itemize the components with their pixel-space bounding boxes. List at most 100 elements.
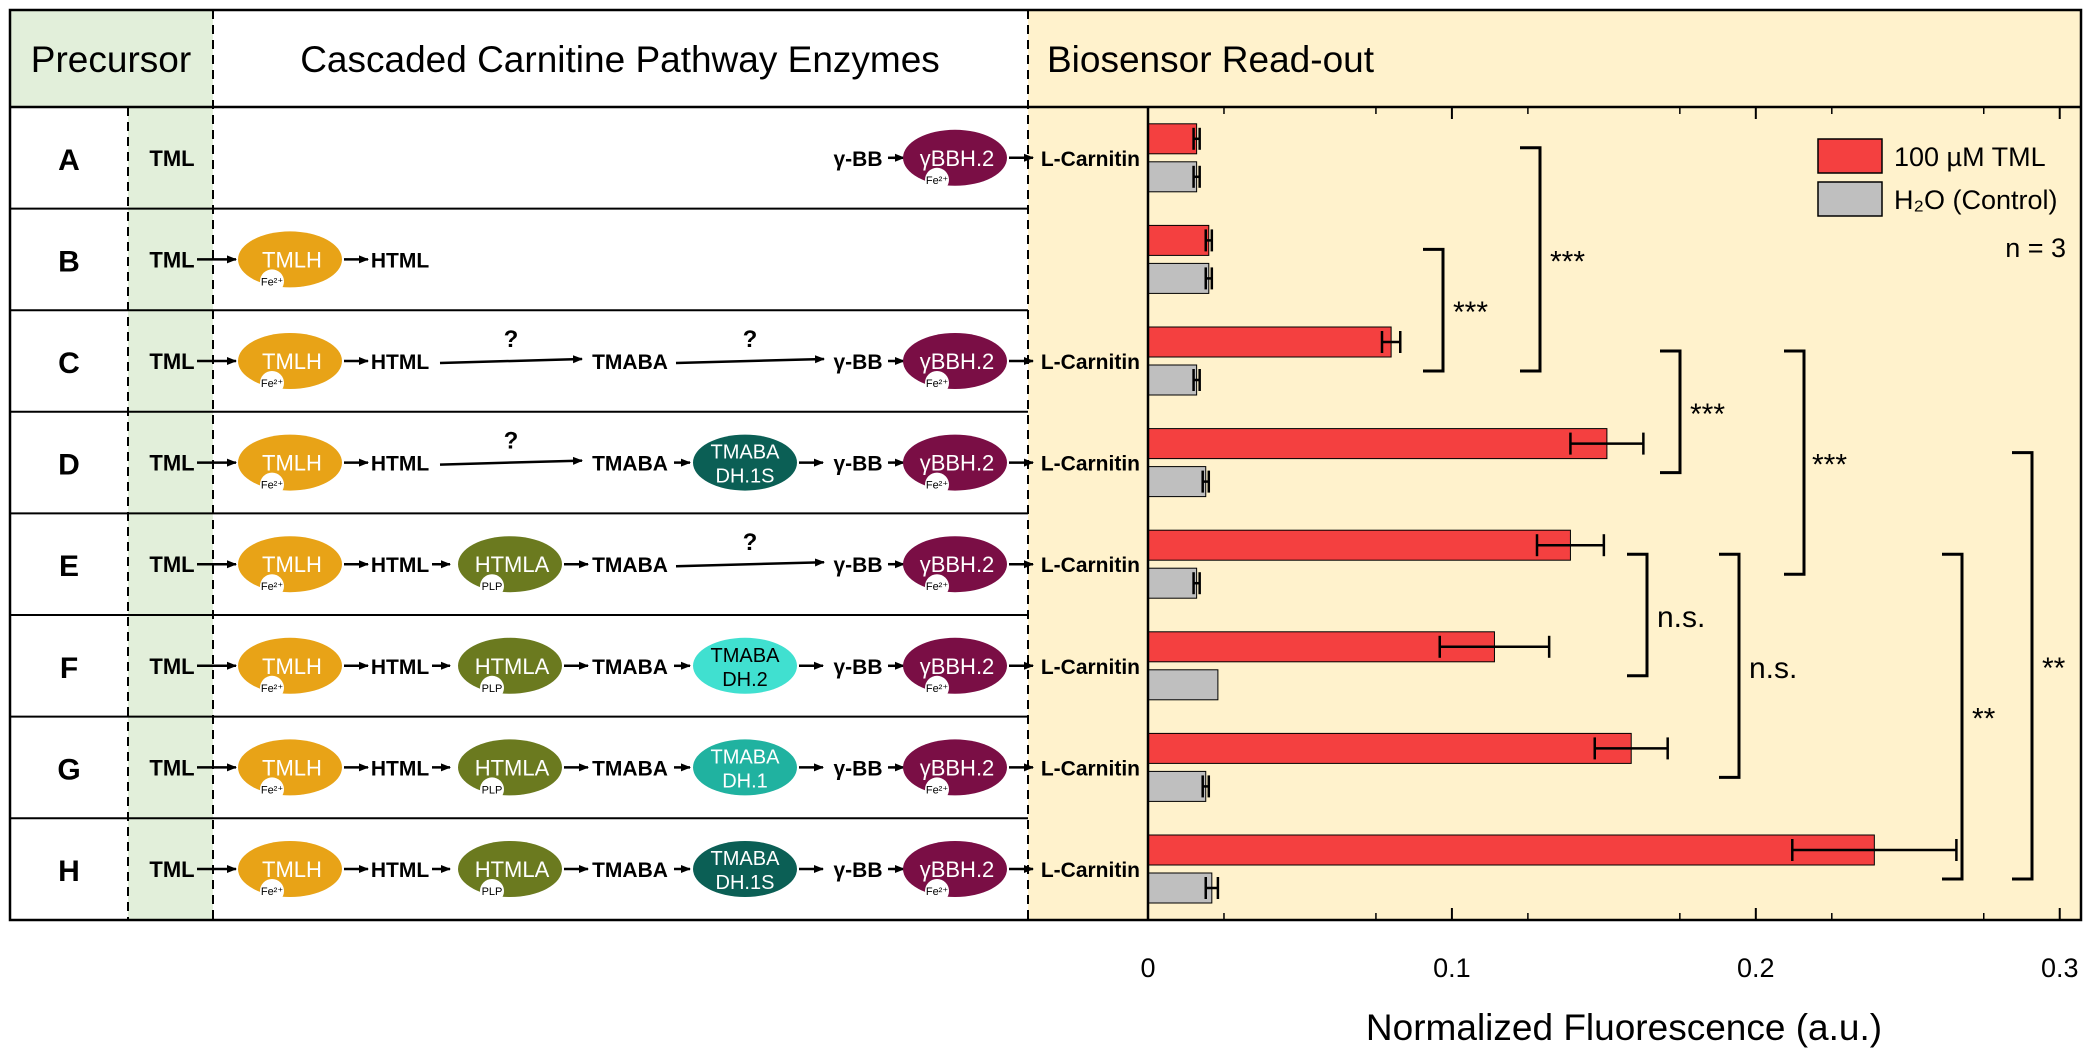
metabolite-label: TMABA <box>592 453 668 476</box>
bar-control <box>1147 770 1207 802</box>
significance-bracket <box>1423 247 1445 373</box>
cofactor-bubble <box>925 167 949 192</box>
significance-label: *** <box>1550 245 1585 278</box>
row-label: E <box>59 550 79 583</box>
bar-control <box>1147 567 1198 599</box>
cofactor-bubble <box>480 777 504 802</box>
bar-tml <box>1147 631 1495 663</box>
cofactor-bubble <box>925 371 949 395</box>
precursor-label: TML <box>149 451 194 476</box>
row-label: G <box>57 753 80 786</box>
metabolite-label: TMABA <box>592 554 668 577</box>
cofactor-label: Fe²⁺ <box>926 581 949 593</box>
cofactor-label: Fe²⁺ <box>261 378 284 390</box>
metabolite-label: γ-BB <box>833 859 882 882</box>
bar-tml <box>1147 326 1392 358</box>
cofactor-label: Fe²⁺ <box>926 683 949 695</box>
metabolite-label: L-Carnitin <box>1041 351 1140 374</box>
row-label: H <box>58 855 80 888</box>
legend-label: H₂O (Control) <box>1894 185 2058 215</box>
enzyme-name: HTMLA <box>475 552 550 577</box>
sample-size-annotation: n = 3 <box>2005 233 2066 263</box>
enzyme-name: γBBH.2 <box>920 654 995 679</box>
significance-brackets: ************n.s.n.s.**** <box>1423 146 2066 881</box>
cofactor-label: PLP <box>482 683 503 695</box>
bar-tml <box>1147 428 1608 460</box>
enzyme-name: HTMLA <box>475 755 550 780</box>
cofactor-bubble <box>260 472 284 497</box>
metabolite-label: γ-BB <box>833 656 882 679</box>
enzyme-name-line: DH.2 <box>722 669 768 691</box>
tmabadh_1s-enzyme-shape <box>693 434 797 491</box>
metabolite-label: TMABA <box>592 351 668 374</box>
unknown-step-label: ? <box>743 326 758 353</box>
precursor-label: TML <box>149 146 194 171</box>
cofactor-bubble <box>480 675 504 700</box>
enzyme-name: TMLH <box>262 755 322 780</box>
cofactor-label: PLP <box>482 581 503 593</box>
metabolite-label: γ-BB <box>833 351 882 374</box>
legend-swatch <box>1817 181 1883 217</box>
precursor-label: TML <box>149 654 194 679</box>
significance-bracket <box>1784 349 1806 576</box>
enzyme-name-line: TMABA <box>711 442 781 464</box>
tmabadh_1-enzyme-shape <box>693 739 797 796</box>
cofactor-bubble <box>260 879 284 903</box>
bar-control <box>1147 466 1207 498</box>
unknown-step-label: ? <box>504 326 519 353</box>
enzyme-name: HTMLA <box>475 857 550 882</box>
metabolite-label: L-Carnitin <box>1041 453 1140 476</box>
cofactor-label: Fe²⁺ <box>926 175 949 187</box>
metabolite-label: HTML <box>371 249 429 272</box>
cofactor-label: Fe²⁺ <box>261 480 284 492</box>
metabolite-label: HTML <box>371 757 429 780</box>
cofactor-label: Fe²⁺ <box>261 784 284 796</box>
bar-tml <box>1147 123 1198 155</box>
chart-bars <box>1147 123 1958 904</box>
enzyme-name: γBBH.2 <box>920 552 995 577</box>
unknown-step-label: ? <box>743 529 758 556</box>
significance-label: ** <box>1972 703 1996 736</box>
significance-bracket <box>1520 146 1542 373</box>
metabolite-label: HTML <box>371 351 429 374</box>
bar-tml <box>1147 529 1571 561</box>
significance-bracket <box>1942 552 1964 881</box>
tmabadh_2-enzyme-shape <box>693 637 797 694</box>
bar-control <box>1147 364 1198 396</box>
header-precursor: Precursor <box>31 39 191 80</box>
cofactor-bubble <box>260 574 284 599</box>
enzyme-name: TMLH <box>262 349 322 374</box>
bar-tml <box>1147 732 1632 764</box>
x-tick-label: 0.3 <box>2041 953 2079 983</box>
metabolite-label: HTML <box>371 554 429 577</box>
significance-bracket <box>2012 451 2034 881</box>
x-tick-label: 0 <box>1140 953 1155 983</box>
unknown-step-arrow <box>439 355 583 365</box>
cofactor-label: Fe²⁺ <box>926 784 949 796</box>
significance-bracket <box>1627 552 1649 678</box>
bar-control <box>1147 872 1213 904</box>
precursor-label: TML <box>149 349 194 374</box>
cofactor-bubble <box>925 574 949 599</box>
metabolite-label: TMABA <box>592 757 668 780</box>
bar-control <box>1147 262 1210 294</box>
cofactor-label: PLP <box>482 886 503 898</box>
row-separators <box>10 207 1028 820</box>
bar-control <box>1147 669 1219 701</box>
precursor-label: TML <box>149 247 194 272</box>
enzyme-name-line: TMABA <box>711 848 781 870</box>
enzyme-name: TMLH <box>262 451 322 476</box>
unknown-step-arrow <box>675 558 825 568</box>
enzyme-name: TMLH <box>262 654 322 679</box>
unknown-step-arrow <box>675 355 825 365</box>
bar-control <box>1147 161 1198 193</box>
cofactor-label: Fe²⁺ <box>261 683 284 695</box>
metabolite-label: γ-BB <box>833 554 882 577</box>
precursor-label: TML <box>149 857 194 882</box>
significance-label: ** <box>2042 652 2066 685</box>
metabolite-label: HTML <box>371 656 429 679</box>
